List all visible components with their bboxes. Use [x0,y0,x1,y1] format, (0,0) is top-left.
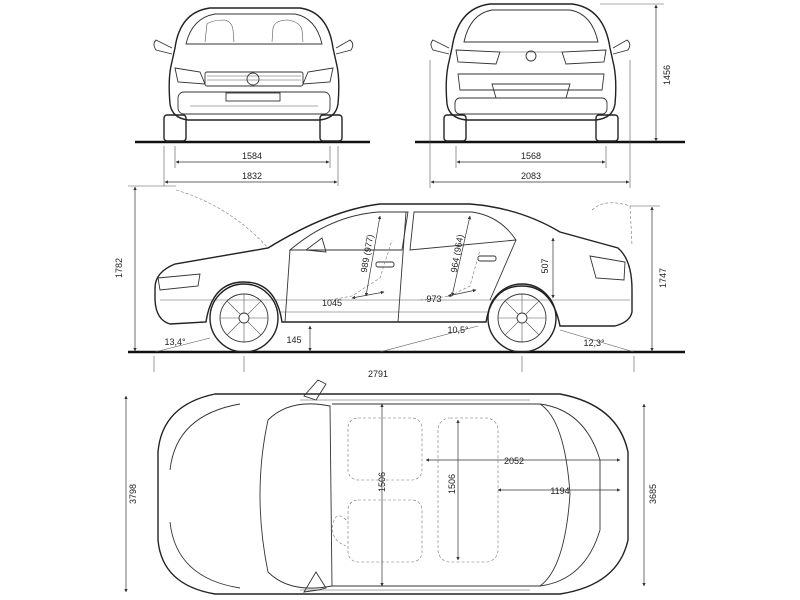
cabin-length-dimension: 2052 [504,456,524,466]
side-view: 989 (977) 964 (964) 507 1045 973 1782 17… [114,185,685,379]
top-view: 1506 1506 2052 1194 3798 3685 [124,379,658,595]
rear-track-dimension: 1568 [521,151,541,161]
vehicle-height-dimension: 1456 [662,65,672,85]
overall-height-dimension: 1782 [114,258,124,278]
ground-clearance-dimension: 145 [286,335,301,345]
width-with-mirrors-dimension: 2083 [521,171,541,181]
front-view: 1584 1832 [135,7,370,186]
front-headroom-dimension: 989 (977) [359,234,376,274]
front-cabin-width-dimension: 1506 [377,472,387,492]
rear-height-dimension: 1747 [658,268,668,288]
rear-headroom-dimension: 964 (964) [449,234,466,274]
wheelbase-dimension: 2791 [368,369,388,379]
approach-angle-dimension: 13,4° [164,337,186,347]
front-legroom-dimension: 1045 [322,298,342,308]
overall-length-left-dimension: 3798 [128,484,138,504]
rear-legroom-dimension: 973 [426,294,441,304]
rear-view: 1568 2083 1456 [415,3,685,188]
rear-cabin-width-dimension: 1506 [447,474,457,494]
front-width-dimension: 1832 [242,171,262,181]
ramp-angle-dimension: 10,5° [447,325,469,335]
departure-angle-dimension: 12,3° [583,338,605,348]
front-track-dimension: 1584 [242,151,262,161]
overall-length-right-dimension: 3685 [648,484,658,504]
trunk-length-dimension: 1194 [550,486,569,496]
trunk-height-dimension: 507 [540,258,550,273]
